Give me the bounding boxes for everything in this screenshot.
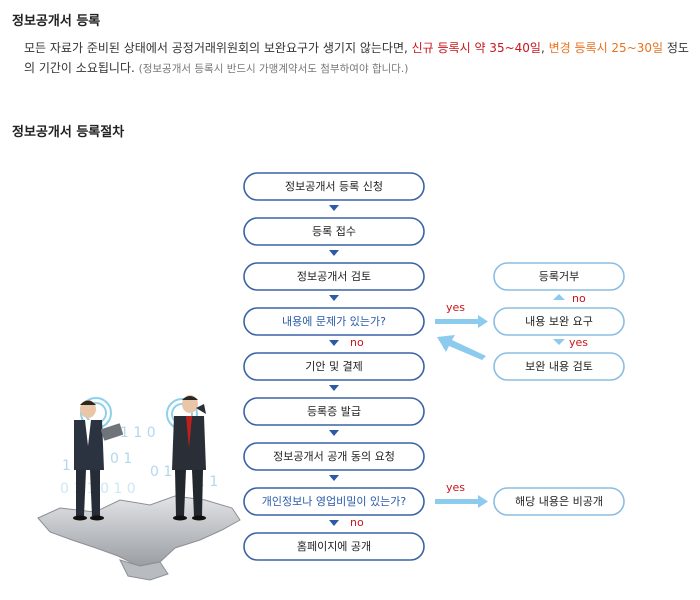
supplement-request-box: [493, 307, 625, 336]
step-certificate-label: 등록증 발급: [307, 405, 361, 418]
decision-problem-box: [243, 307, 425, 336]
registration-note: (정보공개서 등록시 반드시 가맹계약서도 첨부하여야 합니다.): [138, 63, 409, 75]
svg-text:1 1 0: 1 1 0: [120, 425, 156, 441]
right-arrow-icon: [435, 495, 488, 508]
decision-private-box: [243, 487, 425, 516]
step-draft-label: 기안 및 결제: [305, 360, 363, 373]
businessman-with-laptop: [73, 400, 124, 521]
down-arrow-icon: [329, 205, 339, 211]
section-title-procedure: 정보공개서 등록절차: [12, 125, 125, 140]
decision-problem-label: 내용에 문제가 있는가?: [282, 315, 386, 328]
step-consent-box: [243, 442, 425, 471]
step-apply-box: [243, 172, 425, 201]
step-review-box: [243, 262, 425, 291]
up-arrow-icon: [553, 294, 565, 300]
step-consent-label: 정보공개서 공개 동의 요청: [273, 450, 395, 463]
yes-label-problem: yes: [446, 301, 465, 314]
svg-text:0 1: 0 1: [110, 451, 132, 467]
supplement-review-label: 보완 내용 검토: [525, 360, 593, 373]
diagonal-arrow-icon: [437, 335, 486, 360]
business-people-illustration: 1 1 0 0 1 0 1 0 1 0 1 1 0 1 1 0 1 0: [37, 395, 241, 581]
no-label-reject: no: [572, 292, 586, 305]
supplement-request-label: 내용 보완 요구: [525, 315, 593, 328]
step-apply-label: 정보공개서 등록 신청: [285, 180, 383, 193]
description-text-before: 모든 자료가 준비된 상태에서 공정거래위원회의 보완요구가 생기지 않는다면,: [24, 41, 412, 55]
registration-description: 모든 자료가 준비된 상태에서 공정거래위원회의 보완요구가 생기지 않는다면,…: [24, 38, 694, 79]
yes-label-private: yes: [446, 481, 465, 494]
supplement-review-box: [493, 352, 625, 381]
description-text-after: 정도의 기간이 소요됩니다.: [24, 41, 689, 75]
world-map-shape: [37, 495, 241, 567]
description-comma: ,: [540, 41, 549, 55]
down-arrow-icon: [329, 340, 339, 346]
down-arrow-icon: [329, 385, 339, 391]
down-arrow-icon: [329, 520, 339, 526]
decision-private-label: 개인정보나 영업비밀이 있는가?: [262, 495, 407, 508]
down-arrow-icon: [329, 250, 339, 256]
step-publish-label: 홈페이지에 공개: [297, 539, 371, 553]
down-arrow-icon: [329, 430, 339, 436]
step-draft-box: [243, 352, 425, 381]
new-registration-period: 신규 등록시 약 35~40일: [411, 41, 541, 55]
reject-box: [493, 262, 625, 291]
private-box: [493, 487, 625, 516]
no-label-problem: no: [350, 336, 364, 349]
down-arrow-icon: [329, 295, 339, 301]
step-receive-label: 등록 접수: [312, 225, 356, 238]
no-label-private: no: [350, 516, 364, 529]
down-arrow-icon: [553, 339, 565, 345]
private-label: 해당 내용은 비공개: [515, 494, 603, 508]
step-receive-box: [243, 217, 425, 246]
reject-label: 등록거부: [539, 270, 579, 283]
down-arrow-icon: [329, 475, 339, 481]
step-publish-box: [243, 532, 425, 561]
right-arrow-icon: [435, 315, 488, 328]
step-certificate-box: [243, 397, 425, 426]
step-review-label: 정보공개서 검토: [297, 270, 371, 283]
section-title-registration: 정보공개서 등록: [12, 14, 101, 29]
change-registration-period: 변경 등록시 25~30일: [548, 41, 664, 55]
yes-label-supplement: yes: [569, 336, 588, 349]
businessman-on-phone: [172, 395, 206, 521]
